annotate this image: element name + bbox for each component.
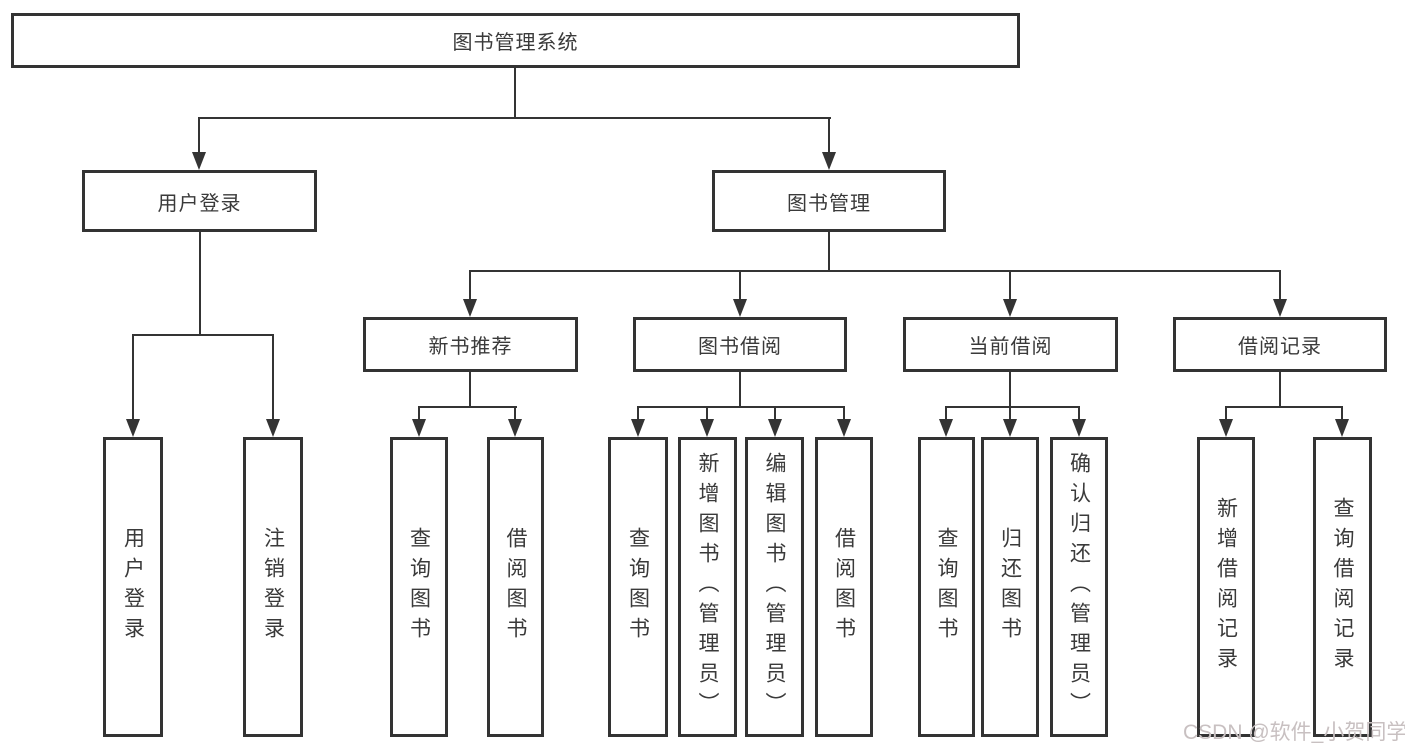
connector-user-login-stem (199, 232, 201, 336)
arrow-to-leaf-logout-icon (266, 419, 280, 437)
leaf-rec-query-books: 查询图书 (390, 437, 448, 737)
connector-br-add-stem (1225, 406, 1227, 421)
leaf-cb-return-books-label: 归还图书 (998, 527, 1022, 647)
node-library-system: 图书管理系统 (11, 13, 1020, 68)
node-book-borrowing-label: 图书借阅 (698, 336, 782, 358)
leaf-cb-confirm-return-admin: 确认归还（管理员） (1050, 437, 1108, 737)
connector-bb-borrow-stem (843, 406, 845, 421)
leaf-bb-query-books: 查询图书 (608, 437, 668, 737)
leaf-logout-label: 注销登录 (261, 527, 285, 647)
node-new-book-recommend: 新书推荐 (363, 317, 578, 372)
leaf-rec-query-books-label: 查询图书 (407, 527, 431, 647)
leaf-bb-borrow-books: 借阅图书 (815, 437, 873, 737)
connector-to-user-login-stem (198, 117, 200, 154)
connector-root-stem (514, 68, 516, 118)
node-user-login: 用户登录 (82, 170, 317, 232)
node-library-system-label: 图书管理系统 (452, 32, 579, 54)
connector-br-query-stem (1341, 406, 1343, 421)
connector-bb-add-stem (706, 406, 708, 421)
arrow-to-book-borrow-icon (733, 299, 747, 317)
arrow-bb-add-icon (700, 419, 714, 437)
arrow-cb-confirm-icon (1072, 419, 1086, 437)
connector-cb-query-stem (945, 406, 947, 421)
connector-to-leaf-user-login-stem (132, 334, 134, 421)
node-book-management: 图书管理 (712, 170, 946, 232)
connector-new-book-rec-hbar (418, 406, 517, 408)
arrow-bb-borrow-icon (837, 419, 851, 437)
arrow-bb-query-icon (631, 419, 645, 437)
node-book-management-label: 图书管理 (787, 192, 871, 215)
arrow-to-borrow-records-icon (1273, 299, 1287, 317)
connector-borrow-records-stem2 (1279, 372, 1281, 408)
arrow-to-book-mgmt-icon (822, 152, 836, 170)
connector-new-book-rec-stem (469, 372, 471, 408)
arrow-rec-query-icon (412, 419, 426, 437)
leaf-logout: 注销登录 (243, 437, 303, 737)
node-borrowing-records: 借阅记录 (1173, 317, 1387, 372)
connector-cb-return-stem (1009, 406, 1011, 421)
leaf-bb-borrow-books-label: 借阅图书 (832, 527, 856, 647)
connector-to-leaf-logout-stem (272, 334, 274, 421)
leaf-rec-borrow-books-label: 借阅图书 (504, 527, 527, 647)
leaf-cb-confirm-return-admin-label: 确认归还（管理员） (1067, 452, 1091, 722)
connector-user-login-hbar (132, 334, 274, 336)
connector-borrow-records-hbar (1225, 406, 1343, 408)
node-current-borrowing-label: 当前借阅 (968, 336, 1053, 358)
arrow-cb-query-icon (939, 419, 953, 437)
connector-book-borrow-hbar (637, 406, 845, 408)
leaf-user-login-label: 用户登录 (121, 527, 145, 647)
connector-cb-confirm-stem (1078, 406, 1080, 421)
node-current-borrowing: 当前借阅 (903, 317, 1118, 372)
leaf-bb-query-books-label: 查询图书 (626, 527, 650, 647)
arrow-cb-return-icon (1003, 419, 1017, 437)
connector-book-borrow-stem2 (739, 372, 741, 408)
node-new-book-recommend-label: 新书推荐 (428, 336, 513, 358)
arrow-rec-borrow-icon (508, 419, 522, 437)
arrow-to-current-borrow-icon (1003, 299, 1017, 317)
leaf-bb-edit-books-admin: 编辑图书（管理员） (745, 437, 804, 737)
leaf-bb-edit-books-admin-label: 编辑图书（管理员） (763, 452, 786, 722)
leaf-user-login: 用户登录 (103, 437, 163, 737)
connector-book-mgmt-stem (828, 232, 830, 272)
connector-to-book-borrow-stem (739, 270, 741, 301)
connector-to-book-mgmt-stem (828, 117, 830, 154)
node-book-borrowing: 图书借阅 (633, 317, 847, 372)
leaf-cb-query-books-label: 查询图书 (935, 527, 958, 647)
connector-book-mgmt-hbar (469, 270, 1281, 272)
node-borrowing-records-label: 借阅记录 (1238, 336, 1322, 358)
leaf-br-add-record: 新增借阅记录 (1197, 437, 1255, 737)
connector-current-borrow-stem2 (1009, 372, 1011, 408)
leaf-rec-borrow-books: 借阅图书 (487, 437, 544, 737)
connector-rec-borrow-stem (514, 406, 516, 421)
leaf-br-query-record-label: 查询借阅记录 (1331, 497, 1354, 677)
arrow-to-leaf-user-login-icon (126, 419, 140, 437)
csdn-watermark: CSDN @软件_小贺同学 (1183, 721, 1405, 744)
leaf-cb-return-books: 归还图书 (981, 437, 1039, 737)
arrow-to-new-book-rec-icon (463, 299, 477, 317)
leaf-bb-add-books-admin-label: 新增图书（管理员） (696, 452, 719, 722)
connector-to-current-borrow-stem (1009, 270, 1011, 301)
leaf-br-add-record-label: 新增借阅记录 (1214, 497, 1238, 677)
arrow-br-add-icon (1219, 419, 1233, 437)
connector-bb-query-stem (637, 406, 639, 421)
connector-current-borrow-hbar (945, 406, 1080, 408)
connector-rec-query-stem (418, 406, 420, 421)
connector-bb-edit-stem (774, 406, 776, 421)
connector-to-borrow-records-stem (1279, 270, 1281, 301)
leaf-cb-query-books: 查询图书 (918, 437, 975, 737)
connector-to-new-book-rec-stem (469, 270, 471, 301)
arrow-bb-edit-icon (768, 419, 782, 437)
leaf-br-query-record: 查询借阅记录 (1313, 437, 1372, 737)
arrow-br-query-icon (1335, 419, 1349, 437)
arrow-to-user-login-icon (192, 152, 206, 170)
leaf-bb-add-books-admin: 新增图书（管理员） (678, 437, 737, 737)
connector-root-hbar (198, 117, 831, 119)
node-user-login-label: 用户登录 (157, 192, 242, 215)
